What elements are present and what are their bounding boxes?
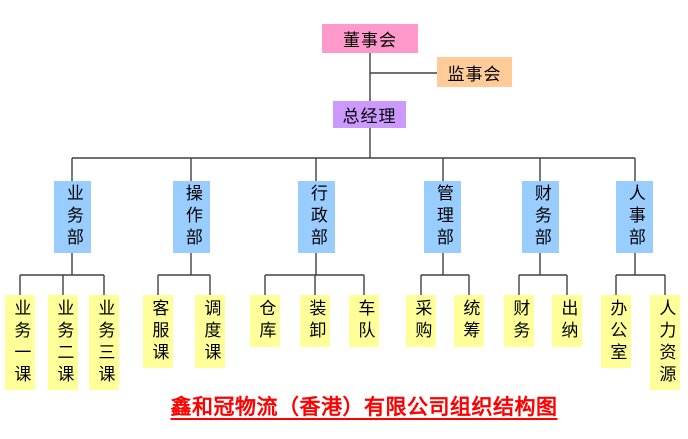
dept-box-operations: 操作部 [173,181,210,253]
unit-label: 调度课 [201,298,221,365]
unit-label: 统筹 [460,299,480,343]
unit-label: 仓库 [256,299,276,343]
unit-box-coordination: 统筹 [454,295,484,347]
dept-box-business: 业务部 [54,181,91,253]
dept-box-administration: 行政部 [298,181,335,253]
unit-box-business-course-2: 业务二课 [48,295,78,390]
unit-box-loading: 装卸 [300,295,330,347]
connector-group-administration [264,253,365,295]
org-box-supervisory: 监事会 [437,57,512,87]
unit-label: 采购 [412,299,432,343]
dept-administration-label: 行政部 [307,184,327,250]
general-manager-label: 总经理 [342,107,397,126]
unit-label: 财务 [510,299,530,343]
unit-label: 车队 [355,299,375,343]
connector-group-business [19,253,105,295]
chart-title: 鑫和冠物流（香港）有限公司组织结构图 [170,395,558,419]
dept-operations-label: 操作部 [182,184,202,250]
unit-box-dispatch: 调度课 [195,295,225,368]
unit-label: 业务一课 [11,298,31,387]
dept-management-label: 管理部 [433,184,453,250]
connector-group-finance [518,253,568,295]
unit-label: 业务二课 [54,298,74,387]
unit-box-office: 办公室 [601,295,631,368]
unit-label: 装卸 [306,299,326,343]
unit-box-human-resources: 人力资源 [650,295,680,390]
supervisory-label: 监事会 [447,64,502,84]
dept-finance-label: 财务部 [531,184,551,250]
dept-box-hr: 人事部 [616,181,653,253]
dept-hr-label: 人事部 [625,184,645,250]
connector-top [369,53,437,158]
unit-box-business-course-1: 业务一课 [5,295,35,390]
org-box-board: 董事会 [322,24,418,53]
unit-box-warehouse: 仓库 [250,295,280,347]
board-label: 董事会 [343,31,397,50]
dept-box-finance: 财务部 [522,181,559,253]
unit-label: 出纳 [558,299,578,343]
dept-business-label: 业务部 [63,184,83,250]
connector-spine [71,157,636,181]
connector-group-hr [615,253,666,295]
unit-box-business-course-3: 业务三课 [89,295,119,390]
unit-box-procurement: 采购 [406,295,436,347]
unit-label: 人力资源 [656,298,676,387]
org-box-general-manager: 总经理 [333,101,406,128]
unit-label: 业务三课 [95,298,115,387]
connector-group-operations [157,253,211,295]
unit-box-customer-service: 客服课 [143,295,173,368]
unit-box-fleet: 车队 [349,295,379,347]
unit-label: 办公室 [607,298,627,365]
unit-box-finance: 财务 [504,295,534,347]
connector-group-management [420,253,470,295]
unit-label: 客服课 [149,298,169,365]
dept-box-management: 管理部 [424,181,461,253]
unit-box-cashier: 出纳 [552,295,582,347]
